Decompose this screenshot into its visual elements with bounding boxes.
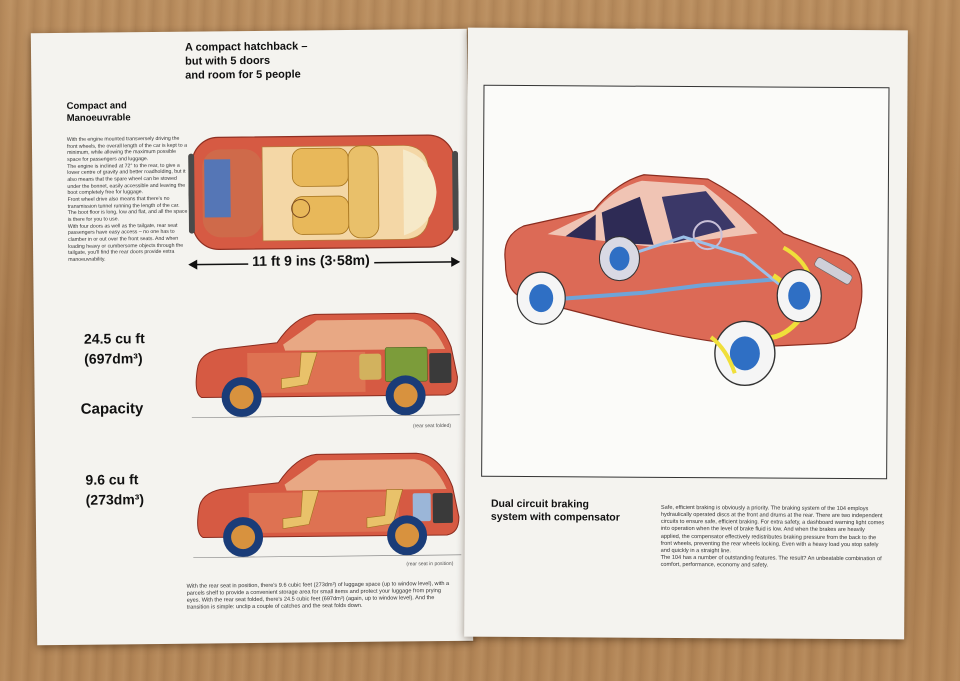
compact-heading-line: Compact and — [66, 100, 127, 112]
car-braking-system-illustration — [504, 174, 863, 387]
braking-heading-line: system with compensator — [490, 510, 620, 524]
braking-body: Safe, efficient braking is obviously a p… — [661, 505, 885, 571]
car-side-view-seat-folded-illustration — [189, 307, 462, 422]
compact-paragraph: With four doors as well as the tailgate,… — [67, 222, 184, 263]
compact-body: With the engine mounted transversely dri… — [67, 136, 188, 264]
caption-seat-folded: (rear seat folded) — [412, 422, 452, 430]
capacity-large-line: 24.5 cu ft — [83, 330, 145, 347]
caption-seat-position: (rear seat in position) — [406, 560, 454, 568]
braking-heading: Dual circuit braking system with compens… — [491, 498, 620, 525]
compact-paragraph: With the engine mounted transversely dri… — [66, 135, 187, 163]
right-page: Dual circuit braking system with compens… — [464, 27, 908, 640]
main-title: A compact hatchback – but with 5 doors a… — [185, 40, 308, 83]
capacity-large-line: (697dm³) — [84, 350, 143, 368]
left-page: A compact hatchback – but with 5 doors a… — [30, 28, 474, 646]
compact-heading: Compact and Manoeuvrable — [67, 100, 131, 124]
braking-paragraph: Safe, efficient braking is obviously a p… — [660, 504, 885, 555]
capacity-label: Capacity — [80, 400, 144, 418]
car-top-view-illustration — [188, 129, 459, 258]
capacity-large: 24.5 cu ft (697dm³) — [84, 328, 145, 369]
main-title-line: but with 5 doors — [185, 54, 271, 68]
braking-paragraph: The 104 has a number of outstanding feat… — [660, 554, 882, 569]
compact-paragraph: Front wheel drive also means that there'… — [67, 195, 188, 223]
main-title-line: and room for 5 people — [185, 67, 301, 82]
main-title-line: A compact hatchback – — [184, 40, 308, 54]
compact-paragraph: The engine is inclined at 72° to the rea… — [67, 162, 186, 197]
compact-heading-line: Manoeuvrable — [66, 112, 131, 124]
capacity-small-line: 9.6 cu ft — [85, 471, 139, 488]
luggage-paragraph: With the rear seat in position, there's … — [186, 580, 450, 612]
car-side-view-seat-position-illustration — [190, 447, 463, 562]
capacity-small: 9.6 cu ft (273dm³) — [85, 469, 144, 510]
braking-illustration-frame — [481, 84, 890, 480]
capacity-small-line: (273dm³) — [85, 491, 145, 509]
braking-heading-line: Dual circuit braking — [490, 497, 590, 511]
length-label: 11 ft 9 ins (3·58m) — [248, 251, 374, 270]
